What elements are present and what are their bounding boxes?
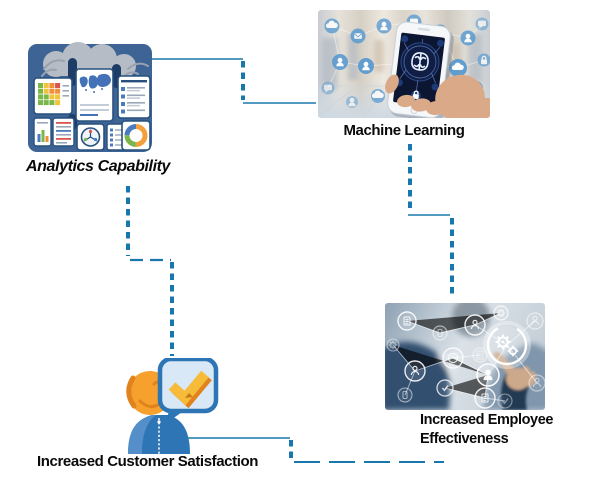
brain-icon [400,42,440,82]
network-node-icons [386,305,545,409]
employee-effectiveness-label-line2: Effectiveness [420,431,509,447]
wifi-signal-icon [41,59,149,77]
employee-effectiveness-label: Increased Employee Effectiveness [420,411,570,449]
connector-ml-to-effectiveness [408,144,454,296]
list-card [52,117,75,147]
world-map-card [75,68,114,122]
bar-chart-card [33,117,52,147]
donut-chart-card [121,120,151,151]
employee-effectiveness-label-line1: Increased Employee [420,412,554,428]
analytics-label: Analytics Capability [26,158,171,175]
speech-bubble [157,358,219,424]
holding-hand [385,74,490,118]
customer-satisfaction-label: Increased Customer Satisfaction [37,453,259,470]
heatmap-card [33,77,73,115]
connector-analytics-to-ml [150,58,316,104]
analytics-dashboard-illustration [28,42,152,152]
circle-chart-card [76,123,105,151]
businessman-touching-people-network-photo [385,303,545,410]
agent-body [128,415,190,454]
report-list-card [117,75,151,119]
gear-icon [483,321,531,369]
connector-analytics-to-satisfaction [126,186,174,356]
hand-holding-smartphone-ai-brain-photo [318,10,490,118]
checkmark-icon [168,370,212,409]
support-agent-speech-bubble-checkmark-illustration [110,358,220,454]
pointing-hand [493,352,536,410]
machine-learning-label: Machine Learning [343,122,465,139]
